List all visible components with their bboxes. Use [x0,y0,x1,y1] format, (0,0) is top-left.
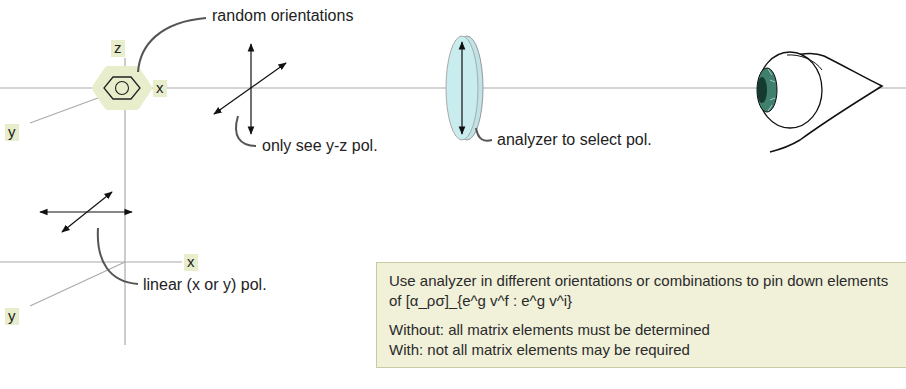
callout-label: random orientations [212,7,353,25]
callout-label: linear (x or y) pol. [143,276,267,294]
analyzer-filter [446,36,483,140]
note-line: Without: all matrix elements must be det… [389,320,894,340]
benzene-molecule [96,70,148,106]
polarization-arrow [62,192,112,232]
note-line: With: not all matrix elements may be req… [389,340,894,360]
leader-line [138,18,206,72]
polarization-arrow [214,63,286,114]
eye [757,52,882,152]
axis-label: z [111,40,125,57]
leader-line [236,116,256,146]
y-axis [30,262,125,306]
axis-label: x [184,254,198,271]
note-text: Use analyzer in different orientations o… [389,271,894,310]
callout-label: only see y-z pol. [262,137,378,155]
leader-line [98,228,138,284]
axis-label: y [5,124,19,141]
callout-label: analyzer to select pol. [497,131,652,149]
note-box: Use analyzer in different orientations o… [376,262,906,368]
leader-line [476,128,492,141]
x-axis [0,261,182,262]
polarization-arrow [250,44,251,134]
axis-label: x [153,80,167,97]
axis-label: y [5,308,19,325]
